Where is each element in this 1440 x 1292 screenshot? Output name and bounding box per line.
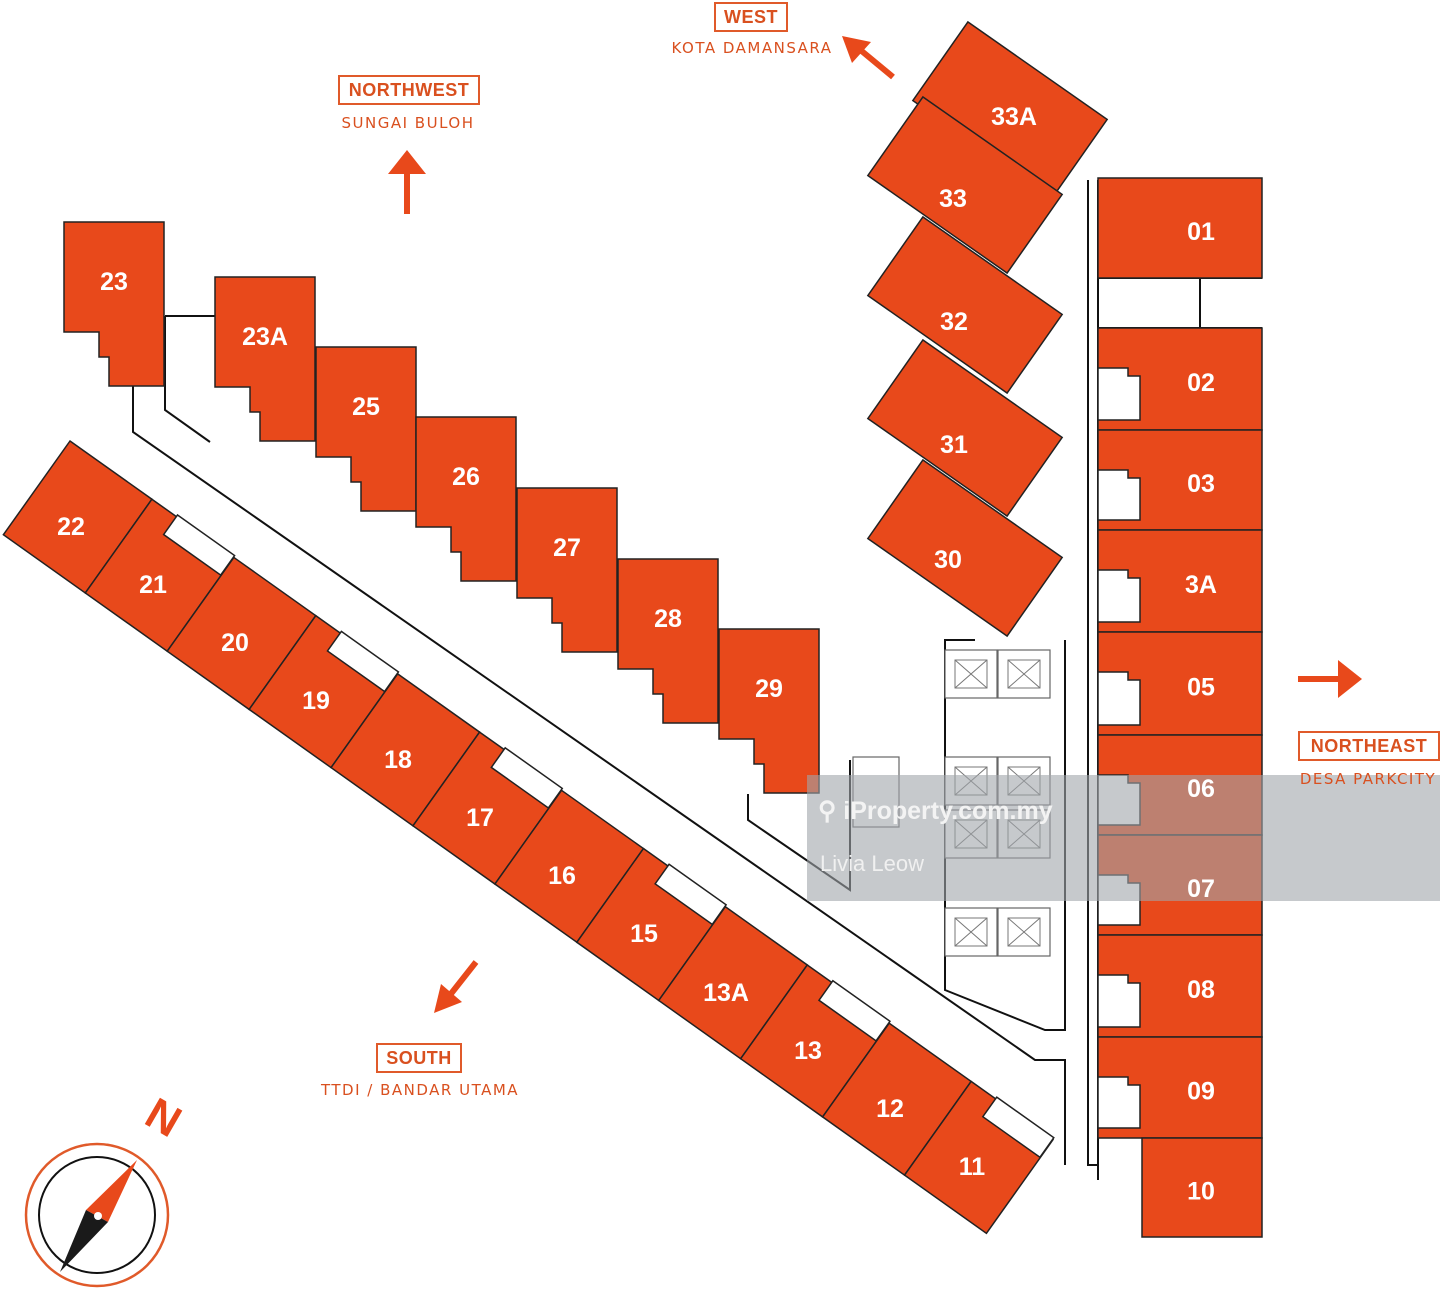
alcove-notch [1097,367,1141,421]
direction-northwest-place: SUNGAI BULOH [341,114,475,132]
unit-shape [63,221,165,387]
direction-west-place: KOTA DAMANSARA [671,39,833,57]
arrow-northwest-icon [388,150,426,214]
unit-label: 16 [548,862,576,890]
unit-label: 12 [876,1095,904,1123]
location-pin-icon: ⚲ [818,797,837,825]
unit-29[interactable] [718,628,820,794]
unit-shape [315,346,417,512]
unit-label: 3A [1185,571,1217,599]
unit-label: 01 [1187,218,1215,246]
unit-labels: 33A 33 32 31 30 23 23A 25 26 27 28 29 22 21 20 19 18 17 16… [57,103,1217,1206]
unit-label: 11 [959,1153,986,1181]
unit-label: 08 [1187,976,1215,1004]
direction-arrows [388,36,1362,1013]
unit-28[interactable] [617,558,719,724]
unit-label: 22 [57,513,85,541]
direction-south-label: SOUTH [376,1043,462,1073]
unit-10[interactable] [1141,1137,1263,1238]
unit-label: 10 [1187,1178,1215,1206]
unit-label: 02 [1187,369,1215,397]
unit-shape [866,95,1064,275]
unit-blocks [2,20,1263,1238]
unit-label: 13 [794,1037,822,1065]
unit-shape [866,458,1064,638]
alcove-notch [1097,1076,1141,1129]
watermark-site-text: iProperty.com.my [843,797,1053,825]
unit-label: 06 [1187,775,1215,803]
lift-cross [954,659,988,689]
compass-icon: N [24,1089,189,1288]
unit-26[interactable] [415,416,517,582]
watermark-band [807,775,1440,901]
arrow-west-icon [842,36,895,80]
unit-label: 03 [1187,470,1215,498]
balcony-notch [654,863,728,926]
alcove-notch [1097,569,1141,623]
unit-label: 05 [1187,674,1215,702]
unit-27[interactable] [516,487,618,653]
unit-label: 33 [939,185,967,213]
arrow-south-icon [434,960,479,1013]
balcony-notch [981,1096,1055,1159]
unit-label: 33A [991,103,1037,131]
unit-shape [866,338,1064,518]
unit-label: 25 [352,393,380,421]
compass-north-label: N [137,1089,189,1147]
unit-label: 32 [940,308,968,336]
unit-23[interactable] [63,221,165,387]
alcove-notch [1097,671,1141,726]
balcony-notch [490,746,564,809]
unit-shape [866,215,1064,395]
unit-label: 20 [221,629,249,657]
unit-label: 15 [630,920,658,948]
unit-label: 28 [654,605,682,633]
unit-label: 29 [755,675,783,703]
unit-label: 21 [139,571,167,599]
unit-shape [214,276,316,442]
unit-label: 30 [934,546,962,574]
unit-label: 09 [1187,1078,1215,1106]
unit-31[interactable] [866,338,1064,518]
direction-west-label: WEST [714,2,788,32]
direction-northeast-place: DESA PARKCITY [1299,770,1437,788]
balcony-notch [162,513,236,577]
unit-label: 13A [703,979,749,1007]
unit-shape [415,416,517,582]
unit-label: 07 [1187,875,1215,903]
unit-label: 23 [100,268,128,296]
watermark-site: ⚲ iProperty.com.my [818,796,1053,826]
unit-label: 17 [466,804,494,832]
unit-shape [1141,1137,1263,1238]
unit-33[interactable] [866,95,1064,275]
unit-label: 26 [452,463,480,491]
direction-northeast-label: NORTHEAST [1298,731,1440,761]
unit-label: 23A [242,323,288,351]
alcove-notch [1097,469,1141,521]
arrow-northeast-icon [1298,660,1362,698]
unit-shape [1097,177,1263,279]
lift-cross [954,917,988,947]
unit-32[interactable] [866,215,1064,395]
unit-shape [617,558,719,724]
balcony-notch [817,979,892,1042]
unit-23a[interactable] [214,276,316,442]
unit-label: 18 [384,746,412,774]
lift-cross [1007,659,1041,689]
lift-cross [1007,917,1041,947]
unit-01[interactable] [1097,177,1263,279]
unit-label: 19 [302,687,330,715]
watermark-agent: Livia Leow [820,851,924,876]
unit-label: 27 [553,534,581,562]
unit-label: 31 [940,431,968,459]
balcony-notch [326,630,400,693]
unit-shape [516,487,618,653]
unit-shape [718,628,820,794]
unit-30[interactable] [866,458,1064,638]
direction-northwest-label: NORTHWEST [338,75,480,105]
unit-25[interactable] [315,346,417,512]
direction-south-place: TTDI / BANDAR UTAMA [320,1081,520,1099]
alcove-notch [1097,974,1141,1028]
